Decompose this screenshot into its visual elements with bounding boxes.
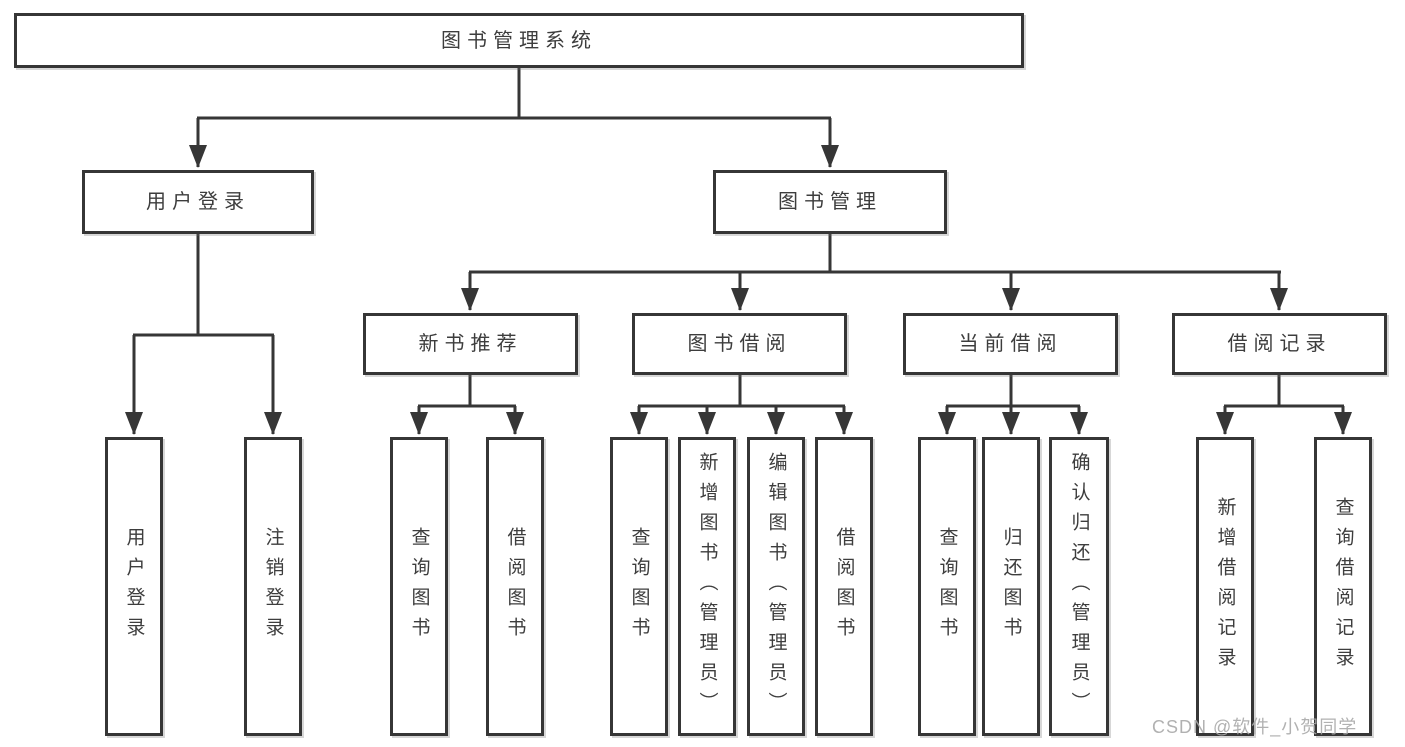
leaf-borrow-query: 查询图书 bbox=[610, 437, 668, 736]
node-root: 图书管理系统 bbox=[14, 13, 1024, 68]
leaf-user-login-label: 用户登录 bbox=[123, 526, 145, 647]
leaf-records-query-label: 查询借阅记录 bbox=[1332, 496, 1354, 677]
leaf-borrow-edit: 编辑图书（管理员） bbox=[747, 437, 805, 736]
node-user-login: 用户登录 bbox=[82, 170, 314, 234]
leaf-user-login: 用户登录 bbox=[105, 437, 163, 736]
leaf-logout: 注销登录 bbox=[244, 437, 302, 736]
leaf-current-confirm-return-label: 确认归还（管理员） bbox=[1068, 451, 1090, 722]
leaf-current-query-label: 查询图书 bbox=[936, 526, 958, 647]
leaf-borrow-borrow-label: 借阅图书 bbox=[833, 526, 855, 647]
leaf-newbooks-borrow: 借阅图书 bbox=[486, 437, 544, 736]
leaf-borrow-borrow: 借阅图书 bbox=[815, 437, 873, 736]
leaf-borrow-add-label: 新增图书（管理员） bbox=[696, 451, 718, 722]
leaf-borrow-edit-label: 编辑图书（管理员） bbox=[765, 451, 787, 722]
node-borrow-records: 借阅记录 bbox=[1172, 313, 1387, 375]
node-current-borrow: 当前借阅 bbox=[903, 313, 1118, 375]
leaf-current-confirm-return: 确认归还（管理员） bbox=[1049, 437, 1109, 736]
leaf-borrow-add: 新增图书（管理员） bbox=[678, 437, 736, 736]
node-book-management-label: 图书管理 bbox=[778, 191, 882, 213]
node-current-borrow-label: 当前借阅 bbox=[958, 333, 1063, 355]
leaf-records-add: 新增借阅记录 bbox=[1196, 437, 1254, 736]
leaf-records-query: 查询借阅记录 bbox=[1314, 437, 1372, 736]
node-book-borrow-label: 图书借阅 bbox=[687, 333, 792, 355]
leaf-logout-label: 注销登录 bbox=[262, 526, 284, 647]
leaf-newbooks-borrow-label: 借阅图书 bbox=[504, 526, 526, 647]
leaf-newbooks-query: 查询图书 bbox=[390, 437, 448, 736]
node-new-books: 新书推荐 bbox=[363, 313, 578, 375]
leaf-borrow-query-label: 查询图书 bbox=[628, 526, 650, 647]
leaf-current-return: 归还图书 bbox=[982, 437, 1040, 736]
leaf-current-return-label: 归还图书 bbox=[1000, 526, 1022, 647]
leaf-records-add-label: 新增借阅记录 bbox=[1214, 496, 1236, 677]
watermark: CSDN @软件_小贺同学 bbox=[1152, 717, 1358, 737]
leaf-newbooks-query-label: 查询图书 bbox=[408, 526, 430, 647]
leaf-current-query: 查询图书 bbox=[918, 437, 976, 736]
node-user-login-label: 用户登录 bbox=[146, 191, 250, 213]
node-borrow-records-label: 借阅记录 bbox=[1227, 333, 1332, 355]
node-book-borrow: 图书借阅 bbox=[632, 313, 847, 375]
node-root-label: 图书管理系统 bbox=[441, 29, 597, 52]
node-new-books-label: 新书推荐 bbox=[418, 333, 523, 355]
node-book-management: 图书管理 bbox=[713, 170, 947, 234]
